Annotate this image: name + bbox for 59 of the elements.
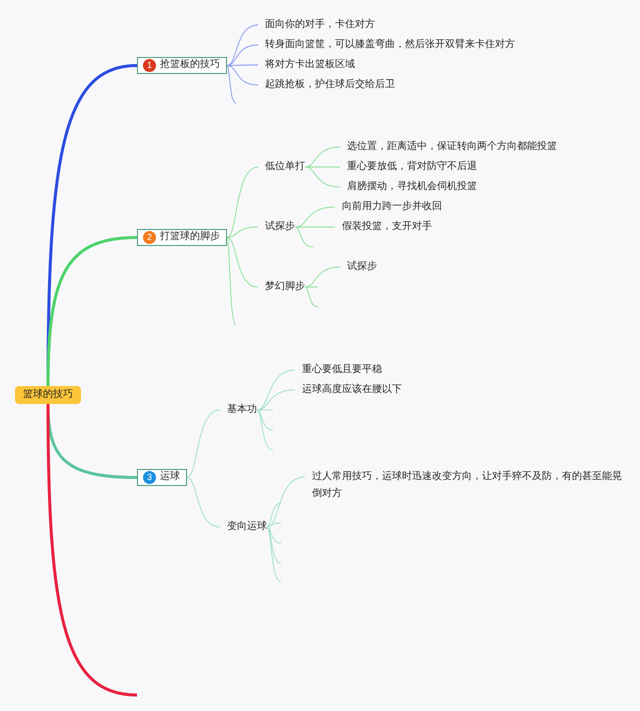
branch-line xyxy=(304,286,318,308)
branch-line xyxy=(226,65,236,104)
branch-line xyxy=(226,24,258,66)
branch-line xyxy=(304,166,340,168)
branch-line xyxy=(266,522,282,528)
topic-text: 假装投篮，支开对手 xyxy=(335,221,432,233)
topic-text: 肩膀摆动，寻找机会伺机投篮 xyxy=(340,181,477,193)
branch-line xyxy=(266,526,282,582)
number-badge: 2 xyxy=(143,230,156,244)
branch-line xyxy=(266,502,282,528)
topic-text: 重心要低且要平稳 xyxy=(295,364,382,376)
branch-line xyxy=(256,370,296,410)
branch-line xyxy=(304,266,340,288)
branch-line xyxy=(294,206,336,228)
branch-line xyxy=(294,226,314,248)
topic-box xyxy=(137,228,227,246)
topic-label: 运球 xyxy=(160,471,180,483)
branch-line xyxy=(46,236,138,386)
topic-label: 打篮球的脚步 xyxy=(160,231,220,243)
topic-text: 低位单打 xyxy=(258,161,305,173)
topic-text: 试探步 xyxy=(340,261,377,273)
branch-line xyxy=(304,286,318,288)
topic-box xyxy=(137,56,227,74)
branch-line xyxy=(226,237,258,288)
branch-line xyxy=(226,64,258,66)
topic-text: 变向运球 xyxy=(220,521,267,533)
topic-text: 向前用力跨一步并收回 xyxy=(335,201,442,213)
branch-line xyxy=(226,226,258,238)
central-topic-box: 篮球的技巧 xyxy=(15,386,81,404)
topic-text: 运球高度应该在腰以下 xyxy=(295,384,402,396)
branch-line xyxy=(266,526,282,544)
branch-line xyxy=(226,166,258,238)
branch-line xyxy=(256,410,274,430)
branch-line xyxy=(226,65,258,86)
branch-line xyxy=(256,390,296,410)
topic-text: 转身面向篮筐，可以膝盖弯曲，然后张开双臂来卡住对方 xyxy=(258,39,515,51)
branch-line xyxy=(46,404,138,696)
branch-line xyxy=(226,44,258,66)
branch-line xyxy=(186,477,220,528)
branch-line xyxy=(304,166,340,188)
branch-line xyxy=(226,237,236,326)
topic-text: 过人常用技巧，运球时迅速改变方向，让对手猝不及防，有的甚至能晃倒对方 xyxy=(305,468,627,502)
topic-box xyxy=(137,468,187,486)
branch-line xyxy=(294,226,336,228)
topic-text: 重心要放低，背对防守不后退 xyxy=(340,161,477,173)
topic-label: 抢篮板的技巧 xyxy=(160,59,220,71)
number-badge: 3 xyxy=(143,470,156,484)
topic-text: 试探步 xyxy=(258,221,295,233)
branch-line xyxy=(304,146,340,168)
topic-text: 将对方卡出篮板区域 xyxy=(258,59,355,71)
topic-text: 梦幻脚步 xyxy=(258,281,305,293)
branch-line xyxy=(186,410,220,478)
branch-line xyxy=(266,526,282,564)
number-badge: 1 xyxy=(143,58,156,72)
topic-text: 基本功 xyxy=(220,404,257,416)
topic-text: 面向你的对手，卡住对方 xyxy=(258,19,375,31)
topic-text: 起跳抢板，护住球后交给后卫 xyxy=(258,79,395,91)
topic-text: 选位置，距离适中，保证转向两个方向都能投篮 xyxy=(340,141,557,153)
branch-line xyxy=(256,410,274,450)
